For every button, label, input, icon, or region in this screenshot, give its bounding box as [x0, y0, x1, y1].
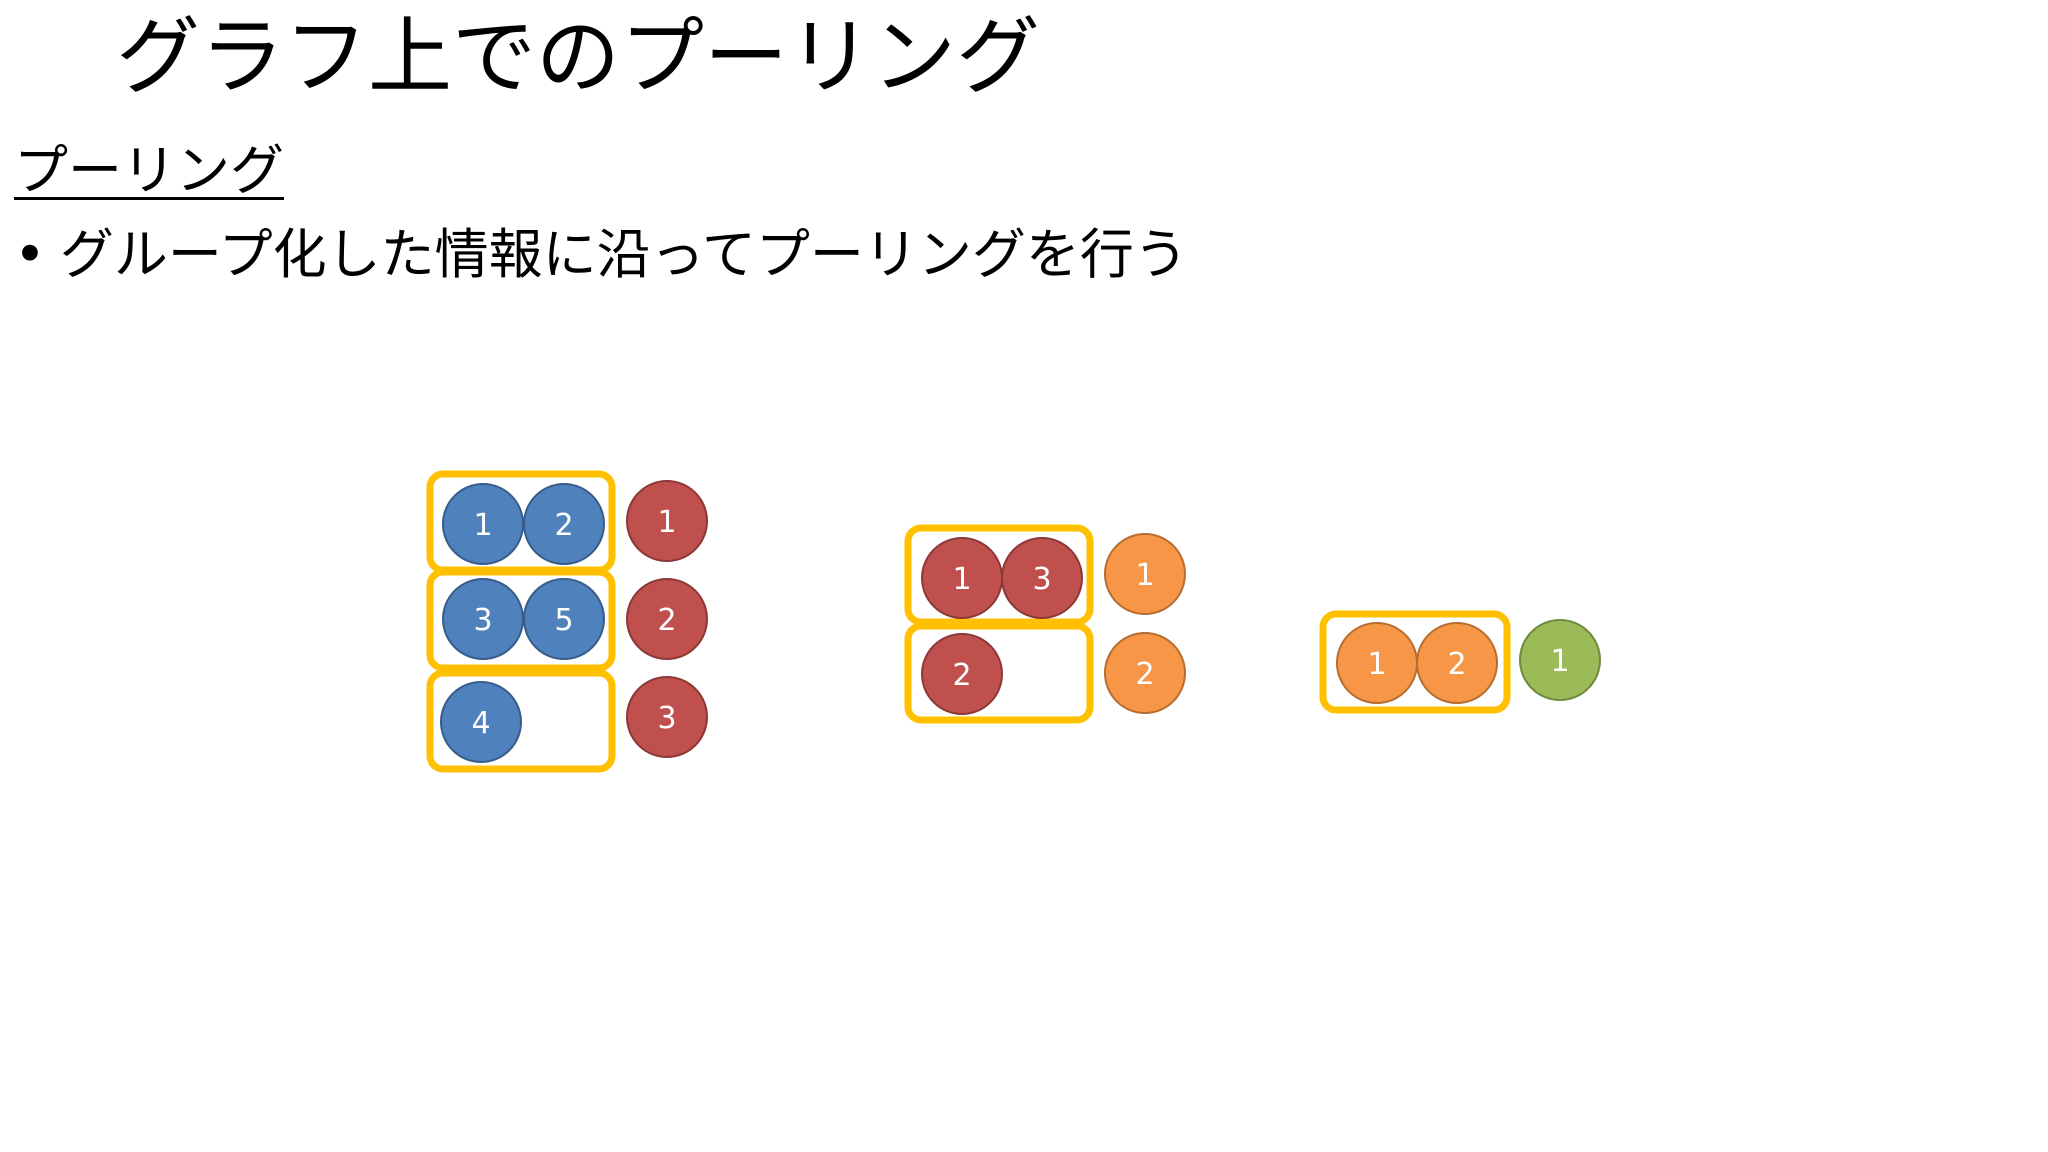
section-heading: プーリング	[14, 139, 284, 202]
svg-text:5: 5	[554, 603, 573, 638]
slide-title: グラフ上でのプーリング	[116, 8, 1041, 106]
level1-node: 1	[442, 483, 524, 565]
svg-text:2: 2	[1135, 657, 1154, 692]
svg-text:1: 1	[1550, 644, 1569, 679]
svg-text:1: 1	[473, 508, 492, 543]
level2-pooled-node: 2	[1104, 632, 1186, 714]
bullet-text: グループ化した情報に沿ってプーリングを行う	[59, 223, 1188, 286]
level2-node: 1	[921, 537, 1003, 619]
level3-node: 1	[1336, 622, 1418, 704]
level2-node: 2	[921, 633, 1003, 715]
svg-text:3: 3	[657, 701, 676, 736]
bullet-item: •グループ化した情報に沿ってプーリングを行う	[14, 220, 1188, 290]
svg-text:3: 3	[473, 603, 492, 638]
svg-text:1: 1	[1135, 558, 1154, 593]
level3-node: 2	[1416, 622, 1498, 704]
level1-node: 2	[523, 483, 605, 565]
svg-text:4: 4	[471, 706, 490, 741]
level3-group-box	[1319, 610, 1511, 714]
svg-text:1: 1	[657, 505, 676, 540]
level2-group-box-1	[904, 524, 1094, 626]
svg-text:2: 2	[657, 603, 676, 638]
level1-pooled-node: 3	[626, 676, 708, 758]
level1-group-box-3	[426, 669, 616, 773]
level1-node: 4	[440, 681, 522, 763]
level1-node: 5	[523, 578, 605, 660]
level2-group-box-2	[904, 622, 1094, 724]
level1-pooled-node: 2	[626, 578, 708, 660]
svg-text:1: 1	[952, 562, 971, 597]
level1-pooled-node: 1	[626, 480, 708, 562]
svg-text:1: 1	[1367, 647, 1386, 682]
svg-text:3: 3	[1032, 562, 1051, 597]
level2-node: 3	[1001, 537, 1083, 619]
level1-group-box-2	[426, 568, 616, 672]
svg-text:2: 2	[554, 508, 573, 543]
level3-pooled-node: 1	[1519, 619, 1601, 701]
level1-node: 3	[442, 578, 524, 660]
svg-text:2: 2	[1447, 647, 1466, 682]
level2-pooled-node: 1	[1104, 533, 1186, 615]
svg-text:2: 2	[952, 658, 971, 693]
bullet-marker: •	[14, 223, 46, 286]
